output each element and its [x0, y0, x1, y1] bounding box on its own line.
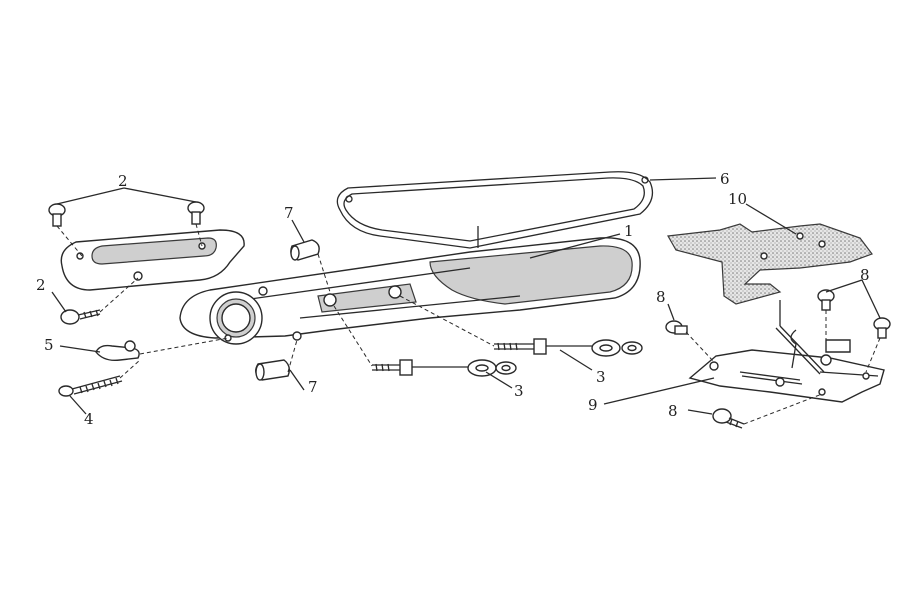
dowel-bottom	[255, 359, 291, 381]
dowel-top	[290, 239, 320, 261]
screw-bracket-bottom	[712, 408, 745, 429]
main-cover	[179, 237, 641, 345]
screw-top-right	[187, 201, 205, 225]
label-5: 5	[44, 336, 54, 354]
bolt-upper	[494, 338, 643, 357]
bolt-lower	[372, 359, 517, 377]
screw-left	[60, 309, 101, 325]
label-2-top: 2	[118, 172, 128, 190]
label-10: 10	[728, 190, 747, 208]
label-3-lower: 3	[514, 382, 524, 400]
screw-bracket-left	[665, 320, 688, 335]
label-2-left: 2	[36, 276, 46, 294]
screw-bracket-right-top	[817, 289, 835, 311]
label-7-top: 7	[284, 204, 294, 222]
leader-lines	[51, 177, 881, 415]
label-8-right: 8	[860, 266, 870, 284]
label-8-bottom: 8	[668, 402, 678, 420]
plate	[667, 223, 873, 305]
clip	[95, 340, 140, 362]
small-cover	[60, 229, 245, 291]
assembly-lines	[56, 223, 881, 425]
label-4: 4	[84, 410, 94, 428]
spring-screw	[58, 375, 123, 397]
gasket	[336, 171, 654, 249]
label-1: 1	[624, 222, 634, 240]
label-7-bottom: 7	[308, 378, 318, 396]
label-9: 9	[588, 396, 598, 414]
screw-bracket-right	[873, 317, 891, 339]
label-6: 6	[720, 170, 730, 188]
bracket	[688, 325, 885, 403]
part-labels: 2 2 5 4 7 7 1 6 3 3 10 8 8 9 8	[36, 170, 870, 428]
screw-top-left	[48, 203, 66, 227]
label-3-upper: 3	[596, 368, 606, 386]
label-8-left: 8	[656, 288, 666, 306]
